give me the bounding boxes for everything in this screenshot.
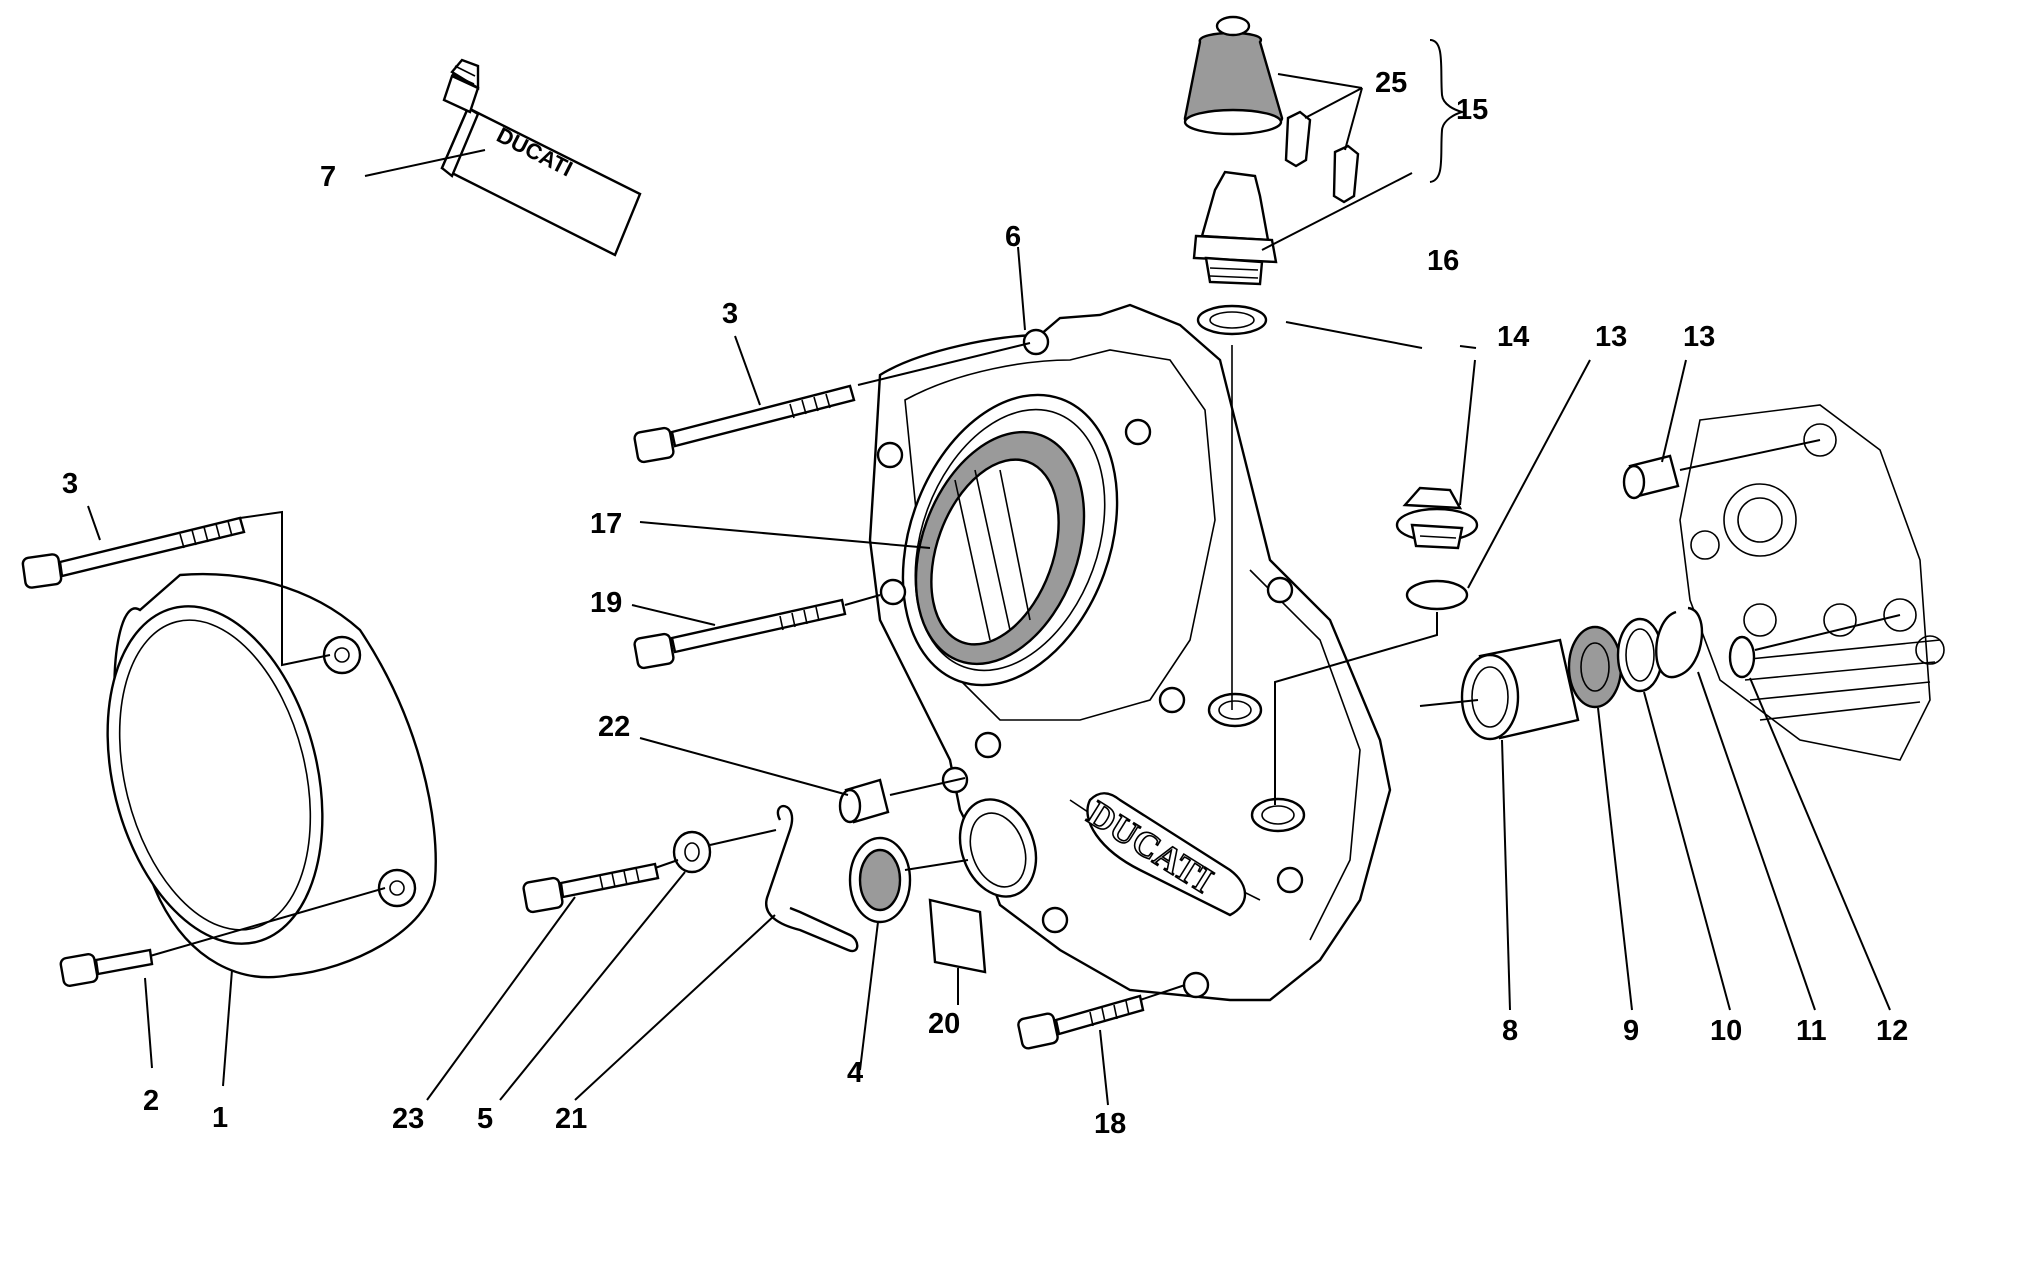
washer-5-drawing xyxy=(672,830,712,874)
oil-seal-4-drawing xyxy=(848,836,912,924)
callout-22: 21 xyxy=(555,1103,587,1135)
sensor-assembly-drawing xyxy=(1183,15,1360,710)
callout-17: 16 xyxy=(1427,245,1459,277)
callout-9: 9 xyxy=(1623,1015,1639,1047)
callout-3-left: 3 xyxy=(62,468,78,500)
callout-5: 5 xyxy=(477,1103,493,1135)
callout-6: 6 xyxy=(1005,221,1021,253)
callout-7: 7 xyxy=(320,161,336,193)
callout-3-center: 3 xyxy=(722,298,738,330)
bolt-24-drawing xyxy=(522,862,660,914)
leader-lines xyxy=(87,39,1901,1106)
callout-2: 2 xyxy=(143,1085,159,1117)
clutch-cover-drawing xyxy=(106,572,437,979)
callout-12: 12 xyxy=(1876,1015,1908,1047)
o-ring-14-drawing xyxy=(1405,579,1469,611)
callout-16: 15 xyxy=(1456,94,1488,126)
filler-plug-drawing xyxy=(1395,486,1479,550)
callout-21: 20 xyxy=(928,1008,960,1040)
crankcase-drawing xyxy=(1679,404,1945,761)
bolt-19-drawing xyxy=(1017,994,1145,1050)
spacer-23-drawing xyxy=(838,778,890,824)
callout-labels: 7 3 1 2 3 6 17 19 22 23 5 21 4 20 18 16 … xyxy=(62,67,1908,1140)
callout-10: 10 xyxy=(1710,1015,1742,1047)
o-ring-12-drawing xyxy=(1728,635,1756,679)
callout-8: 8 xyxy=(1502,1015,1518,1047)
callout-19: 18 xyxy=(1094,1108,1126,1140)
callout-20: 19 xyxy=(590,587,622,619)
bolt-3-center-drawing xyxy=(633,384,856,464)
callout-11: 11 xyxy=(1796,1015,1827,1047)
spring-clip-22-drawing xyxy=(765,805,859,953)
callout-23: 22 xyxy=(598,711,630,743)
dowel-13-drawing xyxy=(1622,454,1680,500)
gasket-21-drawing xyxy=(928,898,987,974)
callout-13: 13 xyxy=(1683,321,1715,353)
callout-18: 17 xyxy=(590,508,622,540)
sealant-tube-drawing: DUCATI xyxy=(440,58,642,257)
callout-24: 23 xyxy=(392,1103,424,1135)
callout-15: 14 xyxy=(1497,321,1529,353)
callout-14: 13 xyxy=(1595,321,1627,353)
callout-4: 4 xyxy=(847,1057,863,1089)
circlip-11-drawing xyxy=(1655,606,1704,679)
bushing-8-drawing xyxy=(1460,638,1580,741)
bearing-9-drawing xyxy=(1567,625,1623,709)
bolt-3-left-drawing xyxy=(21,516,246,589)
callout-1: 1 xyxy=(212,1102,228,1134)
bolt-2-drawing xyxy=(59,948,154,987)
engine-side-cover-drawing: DUCATI xyxy=(868,303,1392,1002)
callout-25: 25 xyxy=(1375,67,1407,99)
bolt-20-drawing xyxy=(633,598,847,670)
